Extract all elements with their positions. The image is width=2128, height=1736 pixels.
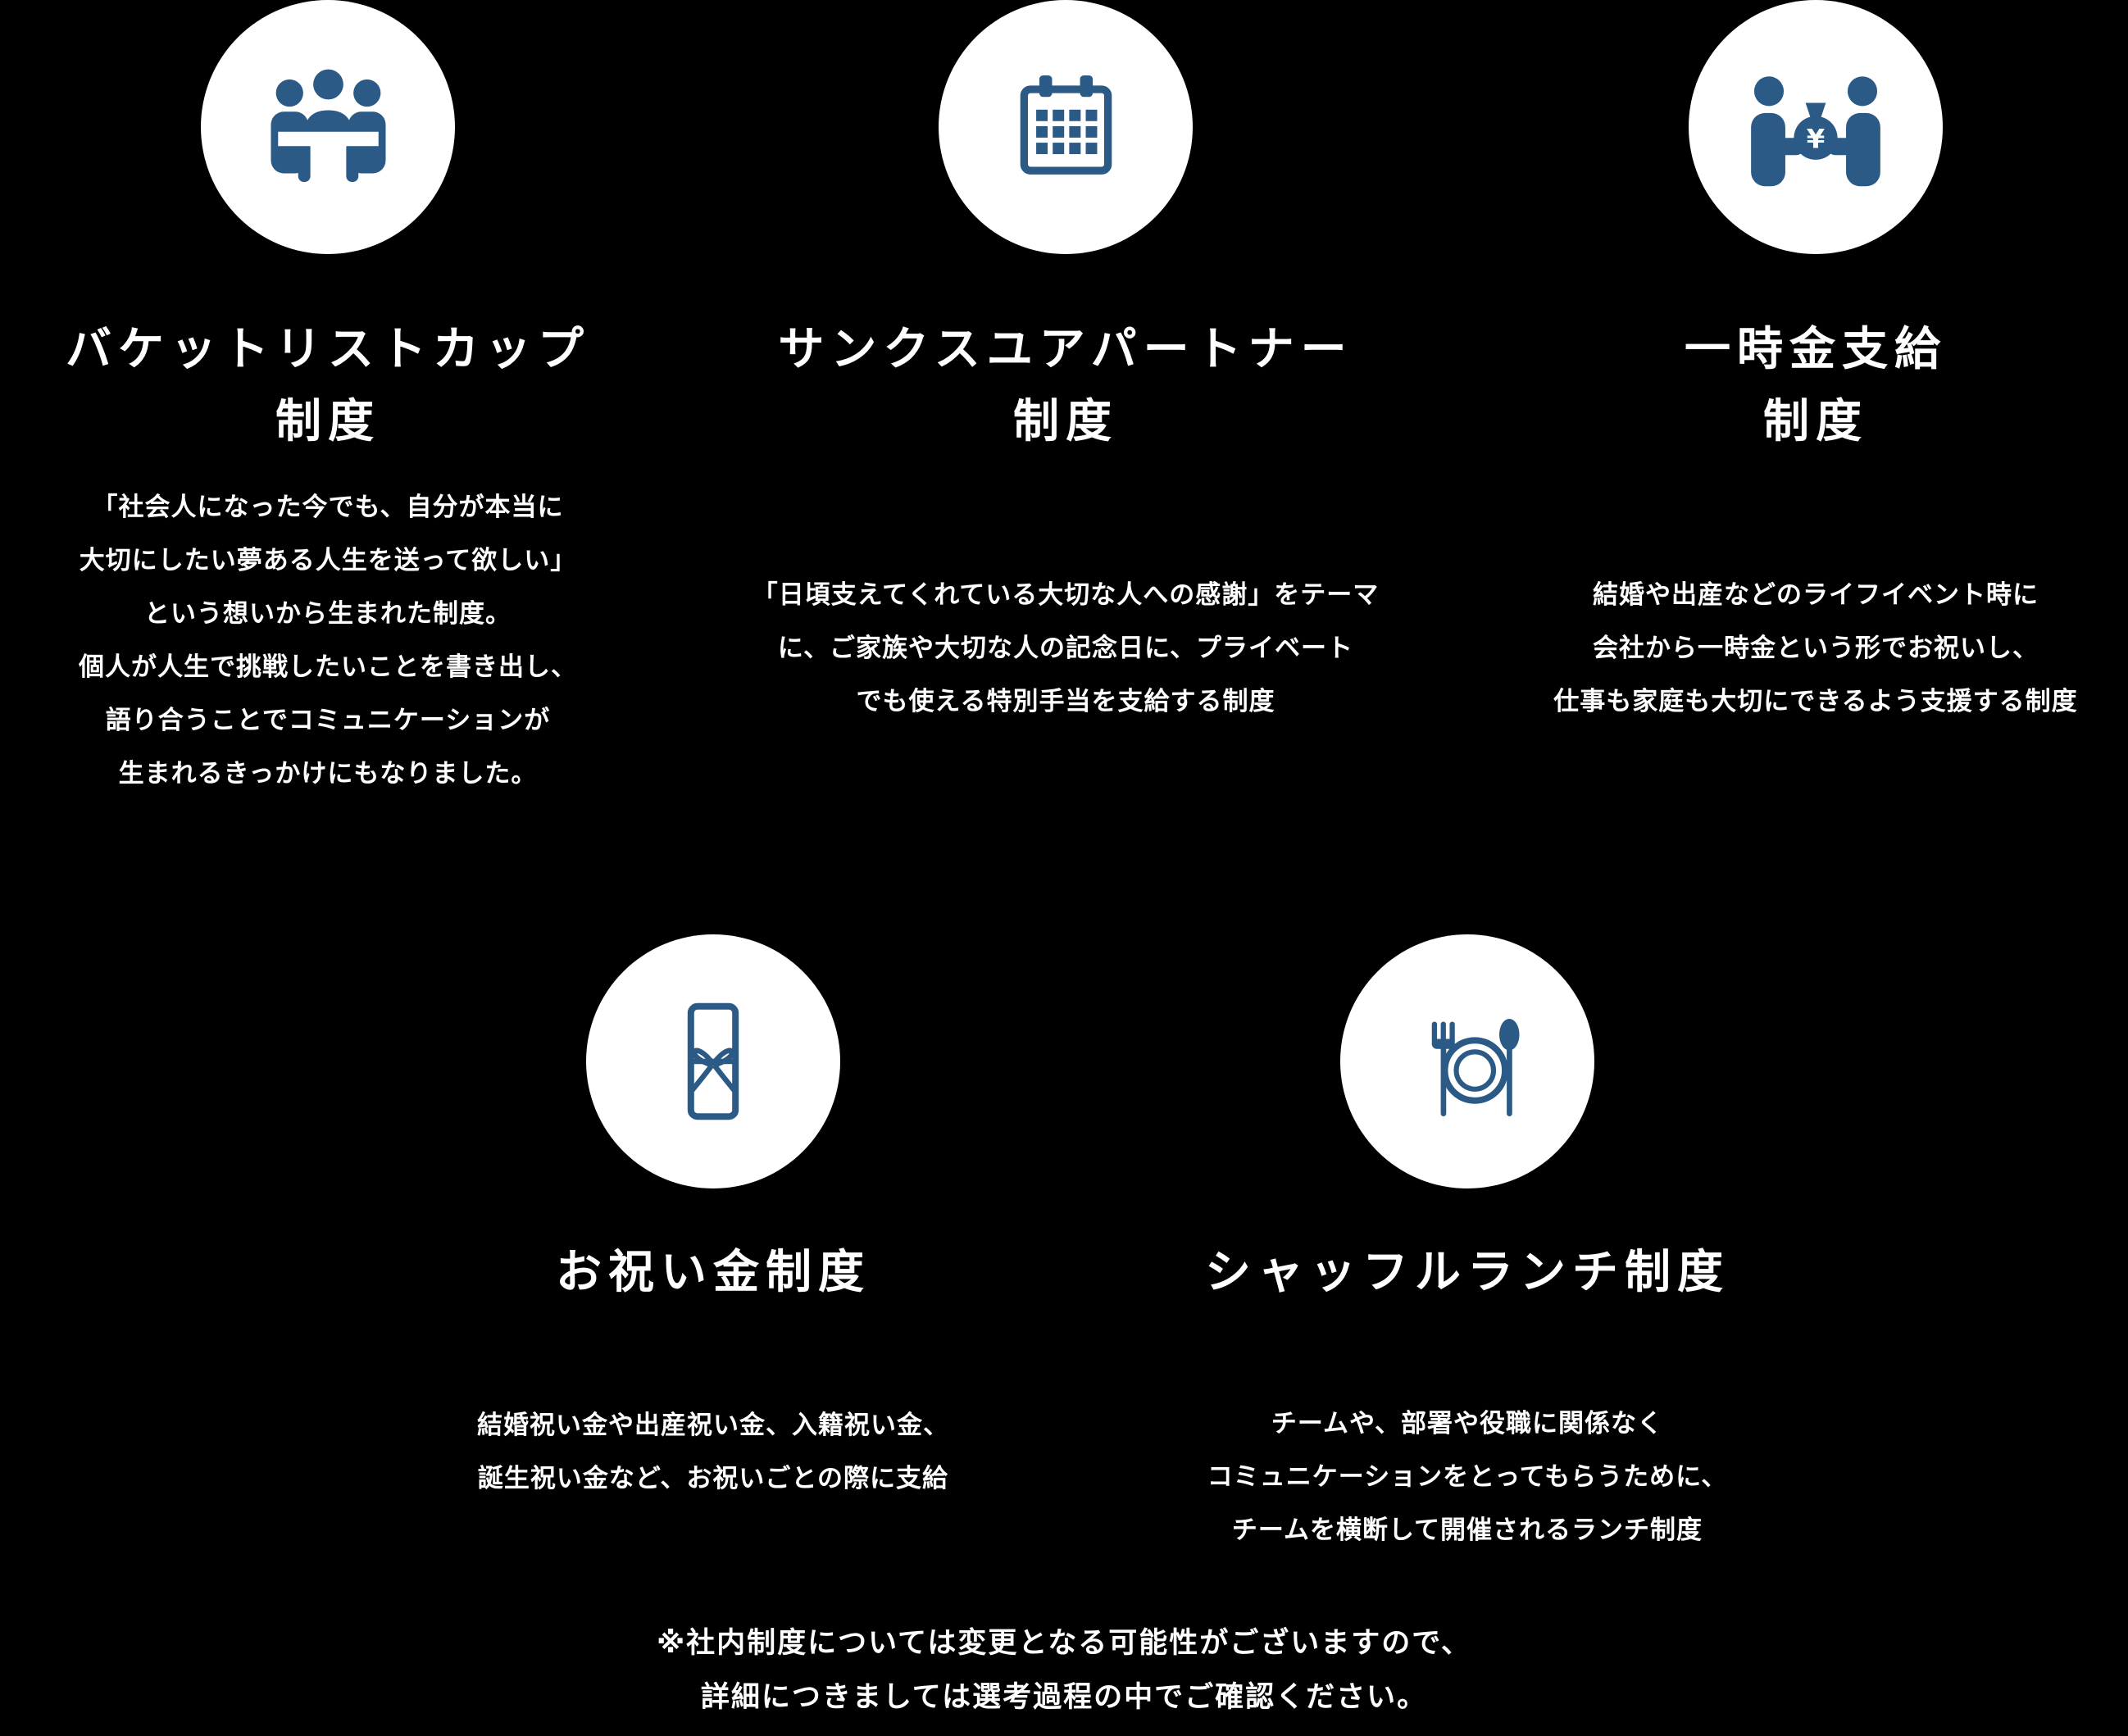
title-line: バケットリストカップ [66,323,590,375]
benefit-description: 「日頃支えてくれている大切な人への感謝」をテーマ に、ご家族や大切な人の記念日に… [721,568,1410,728]
title-line: 一時金支給 [1685,323,1947,375]
description-line: 語り合うことでコミュニケーションが [105,706,551,734]
title-line: 制度 [1763,395,1868,447]
benefit-description: 「社会人になった今でも、自分が本当に 大切にしたい夢ある人生を送って欲しい」 と… [0,480,656,800]
benefit-title: バケットリストカップ 制度 [0,313,656,457]
description-line: 仕事も家庭も大切にできるよう支援する制度 [1553,687,2078,716]
description-line: 生まれるきっかけにもなりました。 [118,759,538,788]
description-line: チームや、部署や役職に関係なく [1271,1409,1664,1438]
benefit-description: チームや、部署や役職に関係なく コミュニケーションをとってもらうために、 チーム… [1127,1397,1807,1556]
description-line: コミュニケーションをとってもらうために、 [1207,1462,1728,1491]
title-line: シャッフルランチ制度 [1205,1246,1730,1297]
description-line: 誕生祝い金など、お祝いごとの際に支給 [477,1464,949,1493]
benefit-card-thanks-partner: サンクスユアパートナー 制度 「日頃支えてくれている大切な人への感謝」をテーマ … [721,0,1410,728]
description-line: 大切にしたい夢ある人生を送って欲しい」 [79,546,577,575]
description-line: 個人が人生で挑戦したいことを書き出し、 [79,652,577,681]
description-line: 結婚や出産などのライフイベント時に [1593,580,2039,609]
meeting-icon [271,69,385,182]
description-line: チームを横断して開催されるランチ制度 [1231,1516,1703,1544]
benefit-card-bucket-list: バケットリストカップ 制度 「社会人になった今でも、自分が本当に 大切にしたい夢… [0,0,656,800]
benefit-description: 結婚祝い金や出産祝い金、入籍祝い金、 誕生祝い金など、お祝いごとの際に支給 [377,1398,1049,1505]
description-line: でも使える特別手当を支給する制度 [856,687,1275,716]
icon-circle [201,0,455,254]
benefit-card-shuffle-lunch: シャッフルランチ制度 チームや、部署や役職に関係なく コミュニケーションをとって… [1127,934,1807,1556]
lunch-icon [1431,1018,1519,1116]
money-exchange-icon: ¥ [1751,76,1880,187]
description-line: 「日頃支えてくれている大切な人への感謝」をテーマ [752,580,1380,609]
benefit-title: サンクスユアパートナー 制度 [721,313,1410,457]
benefit-card-lump-sum: ¥ 一時金支給 制度 結婚や出産などのライフイベント時に 会社から一時金という形… [1488,0,2128,728]
description-line: 結婚祝い金や出産祝い金、入籍祝い金、 [477,1411,949,1439]
title-line: 制度 [275,395,380,447]
benefit-title: 一時金支給 制度 [1488,313,2128,457]
icon-circle [1340,934,1594,1188]
title-line: 制度 [1013,395,1118,447]
footer-line: 詳細につきましては選考過程の中でご確認ください。 [700,1681,1428,1713]
description-line: 会社から一時金という形でお祝いし、 [1593,634,2039,662]
description-line: 「社会人になった今でも、自分が本当に [92,493,564,521]
icon-circle: ¥ [1689,0,1943,254]
footer-note: ※社内制度については変更となる可能性がございますので、 詳細につきましては選考過… [0,1616,2128,1725]
icon-circle [939,0,1193,254]
gift-envelope-icon [687,1002,739,1120]
footer-line: ※社内制度については変更となる可能性がございますので、 [657,1627,1471,1659]
svg-text:¥: ¥ [1807,124,1826,155]
benefit-card-gift-money: お祝い金制度 結婚祝い金や出産祝い金、入籍祝い金、 誕生祝い金など、お祝いごとの… [377,934,1049,1505]
title-line: お祝い金制度 [556,1246,871,1297]
calendar-icon [1020,75,1112,175]
icon-circle [586,934,840,1188]
benefit-description: 結婚や出産などのライフイベント時に 会社から一時金という形でお祝いし、 仕事も家… [1488,568,2128,728]
title-line: サンクスユアパートナー [778,323,1353,375]
description-line: に、ご家族や大切な人の記念日に、プライベート [777,634,1354,662]
benefit-title: お祝い金制度 [377,1236,1049,1308]
benefit-title: シャッフルランチ制度 [1127,1236,1807,1308]
description-line: という想いから生まれた制度。 [144,599,512,628]
